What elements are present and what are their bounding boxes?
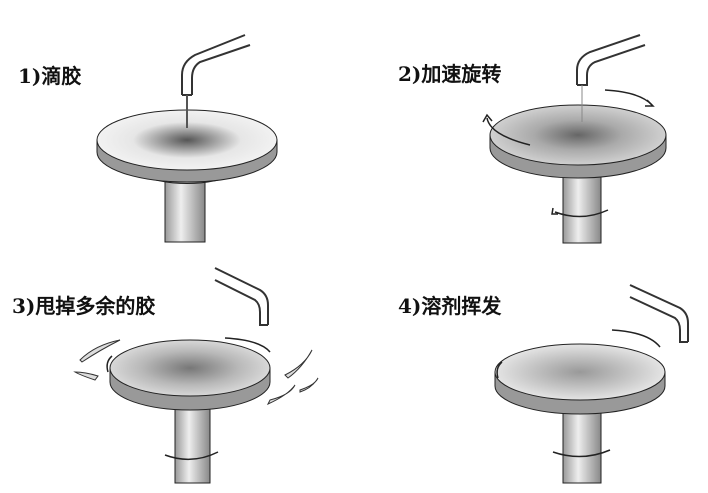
nozzle <box>214 267 269 326</box>
rotation-arrow-icon <box>486 117 531 146</box>
step4-label: 4)溶剂挥发 <box>398 294 502 318</box>
shaft <box>562 174 602 244</box>
flung-resist-droplets <box>73 339 319 406</box>
rotation-arrow-icon <box>224 337 271 353</box>
step2-label: 2)加速旋转 <box>398 62 502 86</box>
step1-apparatus <box>96 34 278 243</box>
shaft-rotation-icon <box>552 449 611 458</box>
step3-label: 3)甩掉多余的胶 <box>12 294 156 318</box>
nozzle <box>576 34 646 86</box>
nozzle <box>629 284 689 343</box>
step4-apparatus <box>494 284 689 484</box>
shaft <box>174 404 211 484</box>
step1-label: 1)滴胶 <box>18 64 82 88</box>
rotation-arrow-icon <box>611 329 661 348</box>
step2-apparatus <box>482 34 667 244</box>
shaft-rotation-icon <box>164 451 219 461</box>
wafer <box>109 339 271 397</box>
nozzle <box>181 34 251 95</box>
rotation-arrow-icon <box>604 89 653 106</box>
step3-apparatus <box>73 267 319 484</box>
shaft-rotation-icon <box>554 209 609 218</box>
shaft <box>562 404 602 484</box>
wafer <box>489 104 667 166</box>
wafer <box>494 343 666 401</box>
